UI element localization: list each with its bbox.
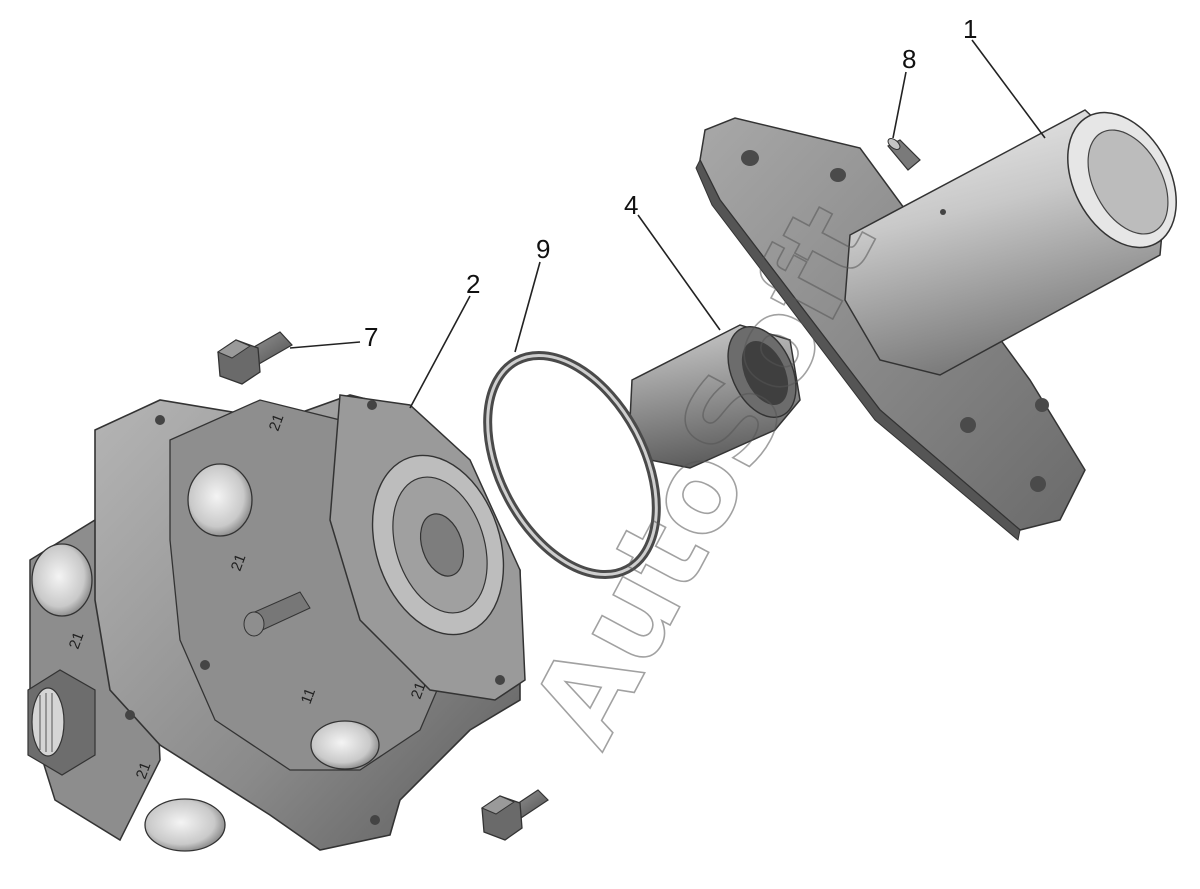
watermark-text: AutoSoft [505,183,902,766]
part-2-valve-body: 21 21 21 21 11 21 [27,394,526,852]
callout-number: 8 [902,44,916,74]
plate-bolt-hole [155,415,165,425]
plate-bolt-hole [125,710,135,720]
flange-hole [741,150,759,166]
valve-plunger [419,513,465,577]
port-opening [187,463,253,537]
port-opening [144,798,226,852]
port-marking: 21 [133,760,155,781]
callout-8: 8 [892,44,916,139]
callout-2: 2 [409,269,480,409]
callout-number: 1 [963,14,977,44]
port-opening [31,543,93,617]
callout-number: 4 [624,190,638,220]
flange-hole [830,168,846,182]
flange-hole [1030,476,1046,492]
flange-hole [960,417,976,433]
port-marking: 21 [66,630,88,651]
part-7-bolt-lower [480,789,549,841]
plate-bolt-hole [367,400,377,410]
callout-number: 7 [364,322,378,352]
part-4-bushing [629,324,801,469]
callout-number: 9 [536,234,550,264]
port-marking: 21 [408,680,430,701]
callout-1: 1 [963,14,1046,139]
port-marking: 21 [266,412,288,433]
flange-hole [1035,398,1049,412]
callout-9: 9 [514,234,550,353]
port-opening [310,720,380,770]
tube-pin-hole [940,209,946,215]
port-marking: 21 [228,552,250,573]
part-7-bolt-upper [216,331,293,385]
plate-bolt-hole [370,815,380,825]
callout-7: 7 [289,322,378,352]
flange-edge [695,158,1021,541]
callout-4: 4 [624,190,721,331]
plate-bolt-hole [200,660,210,670]
tube-bore [1087,129,1169,235]
plate-bolt-hole [495,675,505,685]
part-9-o-ring [483,350,661,580]
callout-number: 2 [466,269,480,299]
body-stud [243,591,311,637]
part-8-pin [887,138,921,171]
part-1-flange-tube [695,109,1177,541]
port-marking: 11 [298,686,319,706]
rear-threaded-port [27,669,96,776]
